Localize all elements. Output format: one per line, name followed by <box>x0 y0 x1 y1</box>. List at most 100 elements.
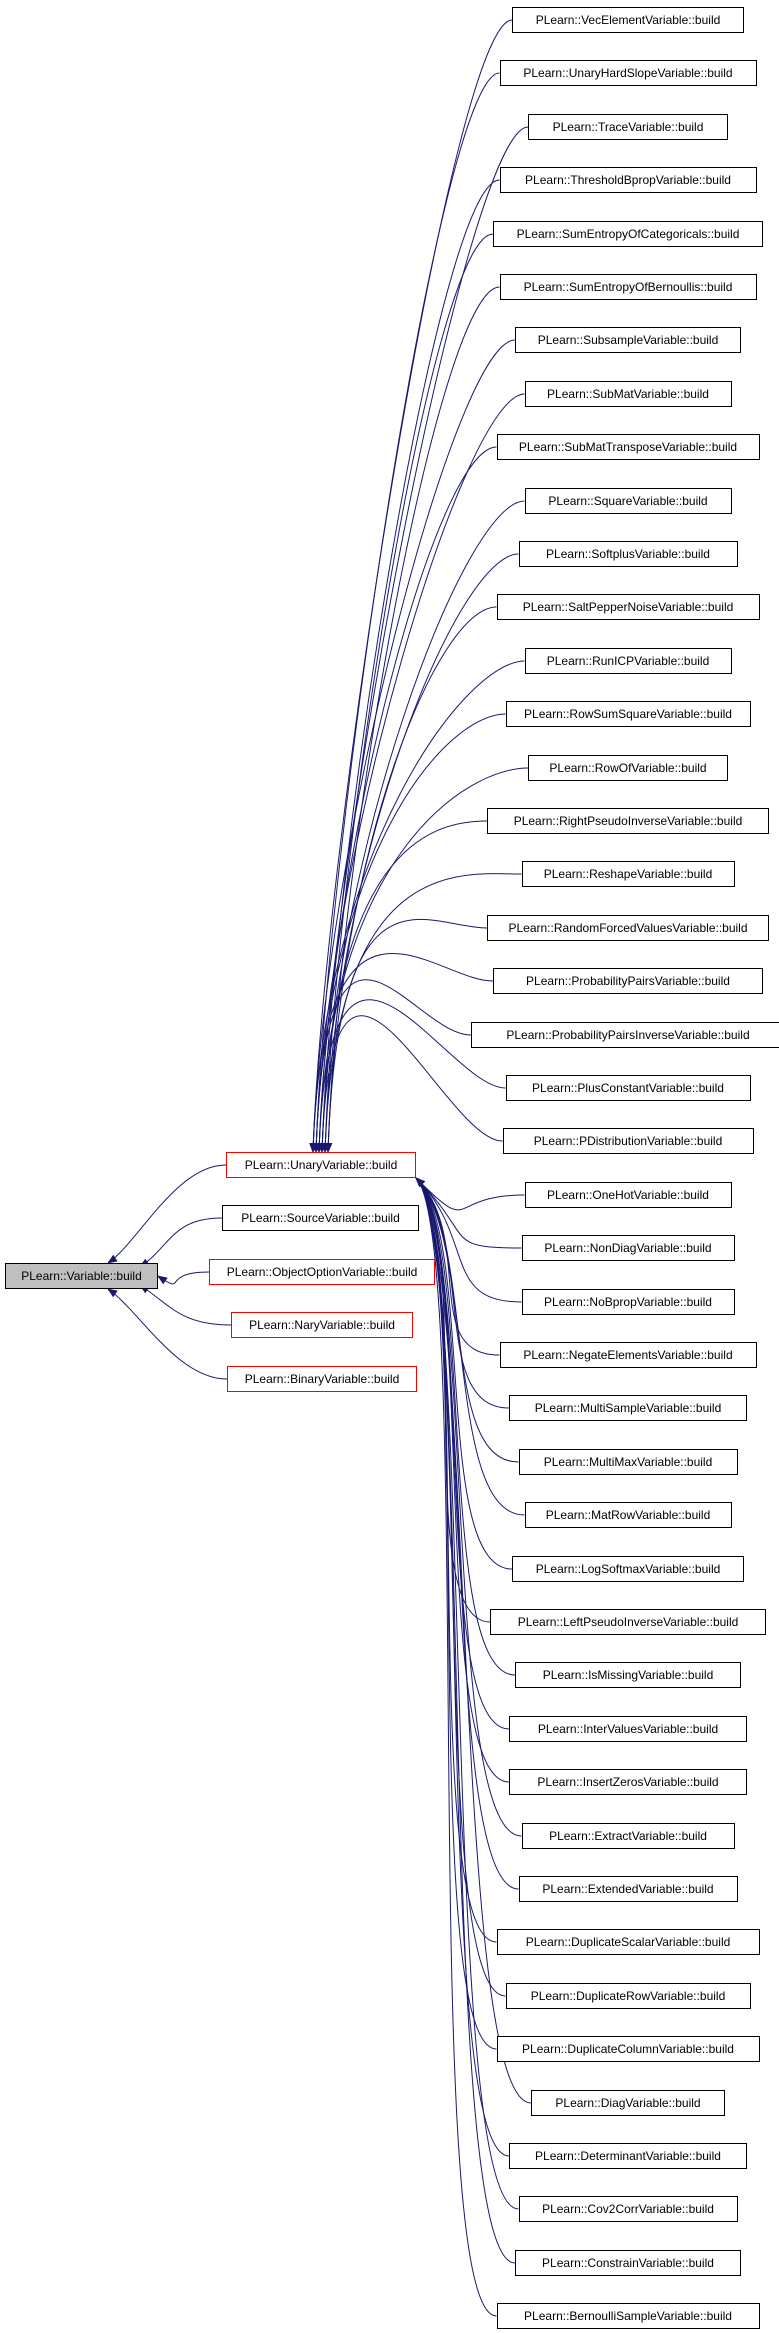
duplicate-row-variable-build-node[interactable]: PLearn::DuplicateRowVariable::build <box>505 1983 751 2009</box>
extract-variable-build-node[interactable]: PLearn::ExtractVariable::build <box>521 1823 735 1849</box>
edge <box>415 1177 522 1837</box>
square-variable-build-node[interactable]: PLearn::SquareVariable::build <box>524 488 732 514</box>
is-missing-variable-build-node[interactable]: PLearn::IsMissingVariable::build <box>515 1662 741 1688</box>
node-label: PLearn::ConstrainVariable::build <box>542 2256 714 2270</box>
insert-zeros-variable-build-node[interactable]: PLearn::InsertZerosVariable::build <box>509 1769 747 1795</box>
multi-max-variable-build-node[interactable]: PLearn::MultiMaxVariable::build <box>518 1449 738 1475</box>
node-label: PLearn::UnaryHardSlopeVariable::build <box>523 66 733 80</box>
node-label: PLearn::SaltPepperNoiseVariable::build <box>522 600 734 614</box>
subsample-variable-build-node[interactable]: PLearn::SubsampleVariable::build <box>515 327 741 353</box>
salt-pepper-noise-variable-build-node[interactable]: PLearn::SaltPepperNoiseVariable::build <box>496 594 760 620</box>
negate-elements-variable-build-node[interactable]: PLearn::NegateElementsVariable::build <box>499 1342 757 1368</box>
constrain-variable-build-node[interactable]: PLearn::ConstrainVariable::build <box>515 2250 741 2276</box>
reshape-variable-build-node[interactable]: PLearn::ReshapeVariable::build <box>521 861 735 887</box>
edge <box>139 1217 223 1268</box>
node-label: PLearn::DuplicateColumnVariable::build <box>522 2042 734 2056</box>
edge <box>415 1177 513 1570</box>
edge <box>415 1177 497 2317</box>
one-hot-variable-build-node[interactable]: PLearn::OneHotVariable::build <box>524 1182 732 1208</box>
right-pseudo-inverse-variable-build-node[interactable]: PLearn::RightPseudoInverseVariable::buil… <box>487 808 769 834</box>
non-diag-variable-build-node[interactable]: PLearn::NonDiagVariable::build <box>521 1235 735 1261</box>
edge <box>415 1177 522 1303</box>
node-label: PLearn::DiagVariable::build <box>555 2096 701 2110</box>
duplicate-column-variable-build-node[interactable]: PLearn::DuplicateColumnVariable::build <box>496 2036 760 2062</box>
node-label: PLearn::DeterminantVariable::build <box>535 2149 721 2163</box>
node-label: PLearn::IsMissingVariable::build <box>542 1668 714 1682</box>
sum-entropy-of-bernoullis-build-node[interactable]: PLearn::SumEntropyOfBernoullis::build <box>499 274 757 300</box>
node-label: PLearn::OneHotVariable::build <box>547 1188 709 1202</box>
object-option-variable-build-node[interactable]: PLearn::ObjectOptionVariable::build <box>209 1259 435 1285</box>
mat-row-variable-build-node[interactable]: PLearn::MatRowVariable::build <box>524 1502 732 1528</box>
row-sum-square-variable-build-node[interactable]: PLearn::RowSumSquareVariable::build <box>505 701 751 727</box>
node-label: PLearn::RowSumSquareVariable::build <box>524 707 732 721</box>
vec-element-variable-build-node[interactable]: PLearn::VecElementVariable::build <box>512 7 744 33</box>
binary-variable-build-node[interactable]: PLearn::BinaryVariable::build <box>227 1366 417 1392</box>
run-icpvariable-build-node[interactable]: PLearn::RunICPVariable::build <box>524 648 732 674</box>
node-label: PLearn::Cov2CorrVariable::build <box>542 2202 714 2216</box>
edge <box>321 233 494 1153</box>
source-variable-build-node[interactable]: PLearn::SourceVariable::build <box>222 1205 419 1231</box>
node-label: PLearn::NegateElementsVariable::build <box>523 1348 733 1362</box>
plus-constant-variable-build-node[interactable]: PLearn::PlusConstantVariable::build <box>505 1075 751 1101</box>
cov2-corr-variable-build-node[interactable]: PLearn::Cov2CorrVariable::build <box>518 2196 738 2222</box>
node-label: PLearn::ProbabilityPairsVariable::build <box>526 974 730 988</box>
threshold-bprop-variable-build-node[interactable]: PLearn::ThresholdBpropVariable::build <box>499 167 757 193</box>
edge <box>107 1164 227 1264</box>
probability-pairs-variable-build-node[interactable]: PLearn::ProbabilityPairsVariable::build <box>493 968 763 994</box>
node-label: PLearn::SumEntropyOfBernoullis::build <box>523 280 733 294</box>
node-label: PLearn::SubMatVariable::build <box>547 387 709 401</box>
unary-hard-slope-variable-build-node[interactable]: PLearn::UnaryHardSlopeVariable::build <box>499 60 757 86</box>
determinant-variable-build-node[interactable]: PLearn::DeterminantVariable::build <box>509 2143 747 2169</box>
diag-variable-build-node[interactable]: PLearn::DiagVariable::build <box>531 2090 725 2116</box>
log-softmax-variable-build-node[interactable]: PLearn::LogSoftmaxVariable::build <box>512 1556 744 1582</box>
inter-values-variable-build-node[interactable]: PLearn::InterValuesVariable::build <box>509 1716 747 1742</box>
node-label: PLearn::ObjectOptionVariable::build <box>226 1265 418 1279</box>
trace-variable-build-node[interactable]: PLearn::TraceVariable::build <box>528 114 728 140</box>
node-label: PLearn::InterValuesVariable::build <box>537 1722 719 1736</box>
bernoulli-sample-variable-build-node[interactable]: PLearn::BernoulliSampleVariable::build <box>496 2303 760 2329</box>
node-label: PLearn::RowOfVariable::build <box>549 761 707 775</box>
edge <box>309 339 516 1153</box>
node-label: PLearn::MultiMaxVariable::build <box>543 1455 713 1469</box>
node-label: PLearn::VecElementVariable::build <box>535 13 721 27</box>
sum-entropy-of-categoricals-build-node[interactable]: PLearn::SumEntropyOfCategoricals::build <box>493 221 763 247</box>
root-node-label: PLearn::Variable::build <box>21 1269 142 1283</box>
pdistribution-variable-build-node[interactable]: PLearn::PDistributionVariable::build <box>502 1128 754 1154</box>
unary-variable-build-node[interactable]: PLearn::UnaryVariable::build <box>226 1152 416 1178</box>
node-label: PLearn::SourceVariable::build <box>241 1211 400 1225</box>
softplus-variable-build-node[interactable]: PLearn::SoftplusVariable::build <box>518 541 738 567</box>
random-forced-values-variable-build-node[interactable]: PLearn::RandomForcedValuesVariable::buil… <box>487 915 769 941</box>
edge <box>315 767 529 1153</box>
node-label: PLearn::LogSoftmaxVariable::build <box>535 1562 721 1576</box>
nary-variable-build-node[interactable]: PLearn::NaryVariable::build <box>231 1312 413 1338</box>
edge <box>312 713 506 1153</box>
node-label: PLearn::PDistributionVariable::build <box>533 1134 723 1148</box>
node-label: PLearn::UnaryVariable::build <box>244 1158 398 1172</box>
edge <box>318 820 488 1153</box>
edge <box>318 179 500 1153</box>
sub-mat-transpose-variable-build-node[interactable]: PLearn::SubMatTransposeVariable::build <box>496 434 760 460</box>
sub-mat-variable-build-node[interactable]: PLearn::SubMatVariable::build <box>524 381 732 407</box>
extended-variable-build-node[interactable]: PLearn::ExtendedVariable::build <box>518 1876 738 1902</box>
duplicate-scalar-variable-build-node[interactable]: PLearn::DuplicateScalarVariable::build <box>496 1929 760 1955</box>
node-label: PLearn::DuplicateScalarVariable::build <box>525 1935 731 1949</box>
multi-sample-variable-build-node[interactable]: PLearn::MultiSampleVariable::build <box>509 1395 747 1421</box>
left-pseudo-inverse-variable-build-node[interactable]: PLearn::LeftPseudoInverseVariable::build <box>490 1609 766 1635</box>
edge <box>157 1271 210 1285</box>
edge <box>415 1177 525 1211</box>
node-label: PLearn::MatRowVariable::build <box>545 1508 711 1522</box>
node-label: PLearn::InsertZerosVariable::build <box>537 1775 719 1789</box>
edge <box>415 1177 532 2104</box>
node-label: PLearn::SoftplusVariable::build <box>546 547 710 561</box>
node-label: PLearn::ThresholdBpropVariable::build <box>525 173 731 187</box>
node-label: PLearn::NonDiagVariable::build <box>544 1241 712 1255</box>
no-bprop-variable-build-node[interactable]: PLearn::NoBpropVariable::build <box>521 1289 735 1315</box>
edge <box>139 1284 232 1326</box>
row-of-variable-build-node[interactable]: PLearn::RowOfVariable::build <box>528 755 728 781</box>
node-label: PLearn::TraceVariable::build <box>552 120 704 134</box>
edge <box>415 1177 522 1249</box>
probability-pairs-inverse-variable-build-node[interactable]: PLearn::ProbabilityPairsInverseVariable:… <box>471 1022 779 1048</box>
edge <box>315 126 529 1153</box>
node-label: PLearn::ExtractVariable::build <box>549 1829 707 1843</box>
